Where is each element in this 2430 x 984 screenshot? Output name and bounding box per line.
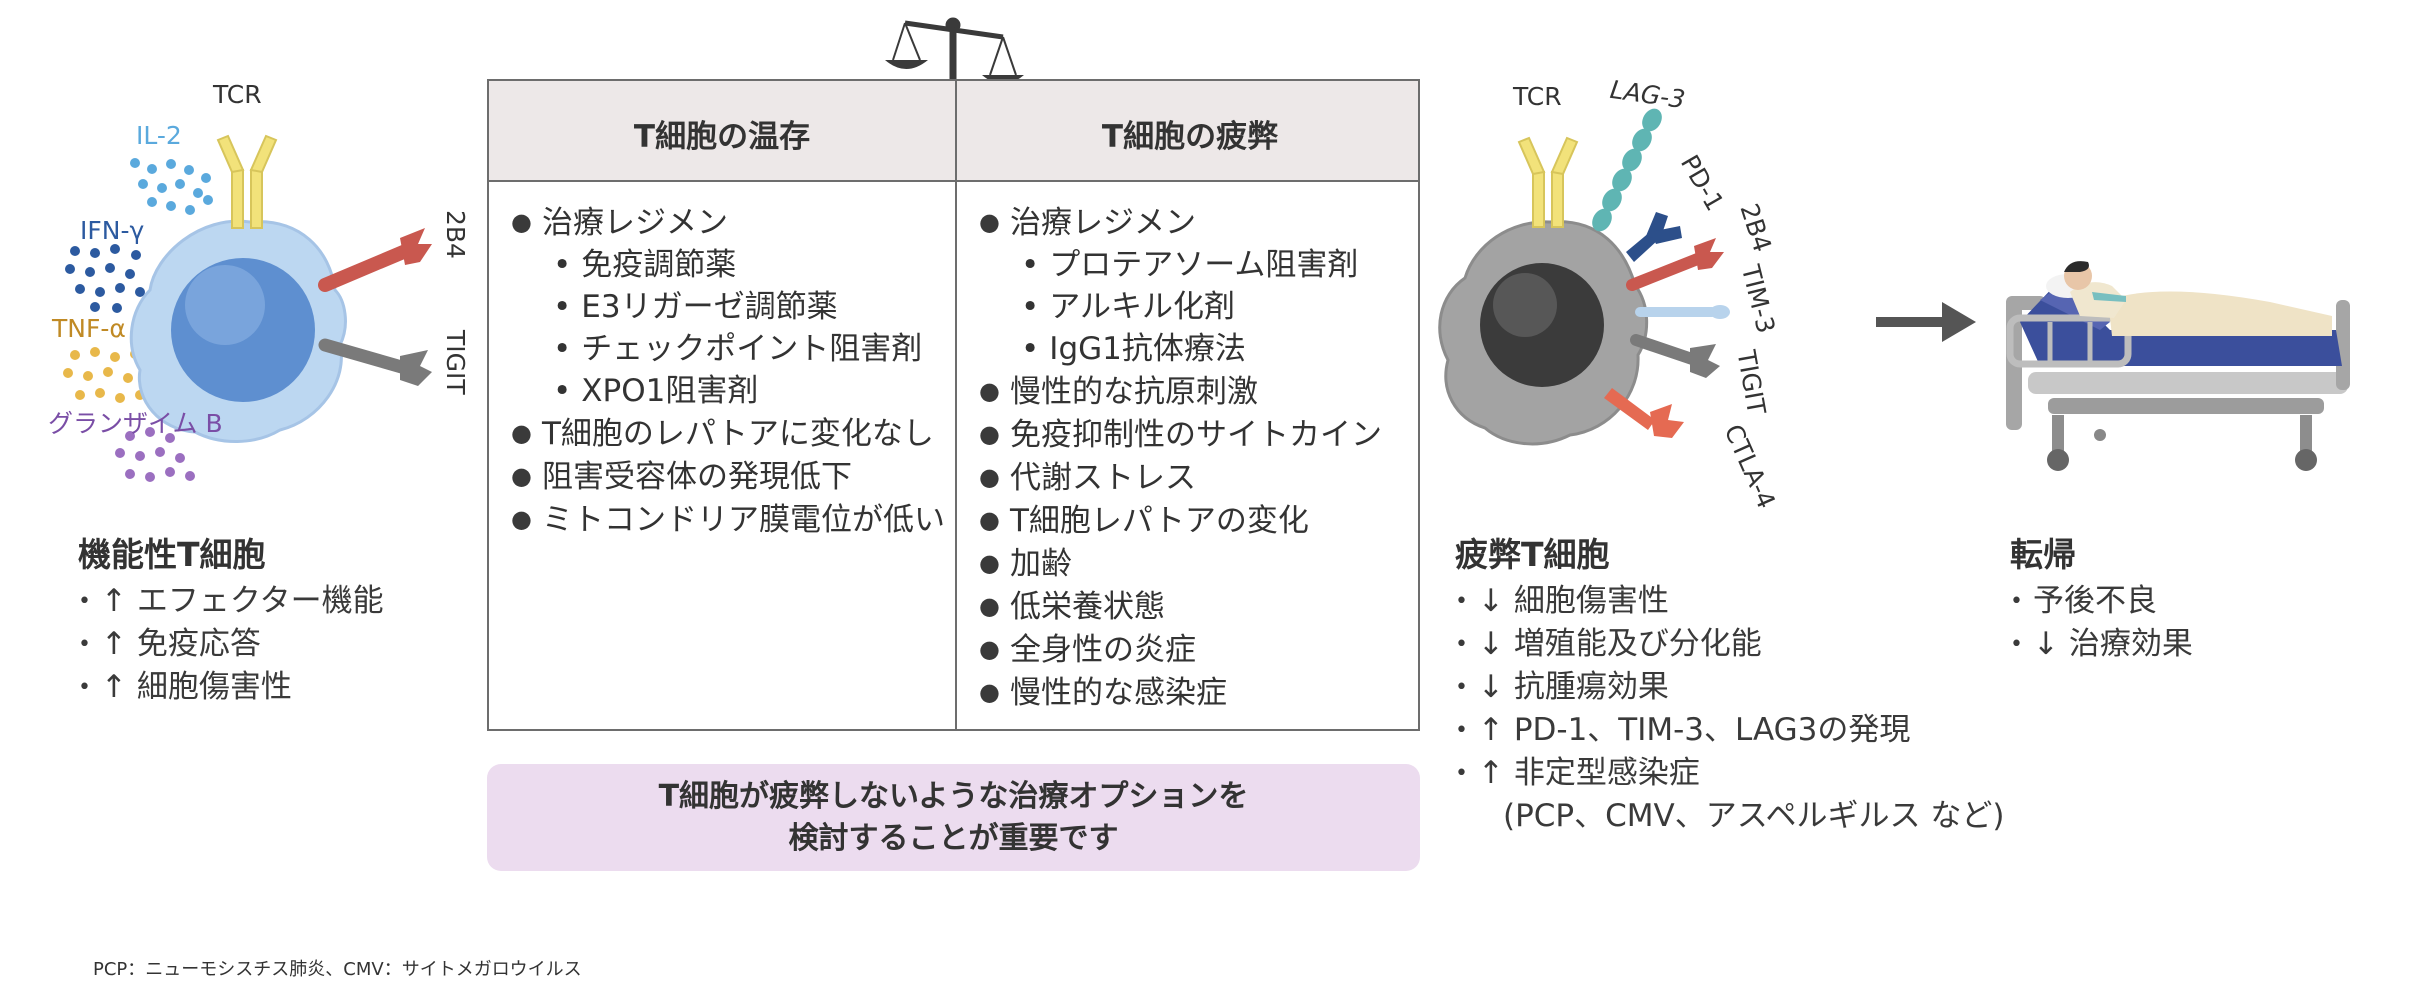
list-item: •↑ 非定型感染症 xyxy=(1455,755,1700,791)
functional-cell-title: 機能性T細胞 xyxy=(78,535,266,574)
exhaustion-list: 治療レジメン プロテアソーム阻害剤 アルキル化剤 IgG1抗体療法 慢性的な抗原… xyxy=(979,201,1382,714)
ifng-dots xyxy=(65,244,145,313)
functional-cell-bullets: •↑ エフェクター機能 •↑ 免疫応答 •↑ 細胞傷害性 xyxy=(78,580,384,709)
functional-tcr xyxy=(216,134,278,229)
functional-tigit-label: TIGIT xyxy=(441,330,470,395)
exhausted-tigit-receptor xyxy=(1630,334,1720,378)
list-item: E3リガーゼ調節薬 xyxy=(511,286,945,328)
pd1-receptor xyxy=(1626,212,1682,262)
list-item: 全身性の炎症 xyxy=(979,628,1382,671)
exhausted-cell-bullets: •↓ 細胞傷害性 •↓ 増殖能及び分化能 •↓ 抗腫瘍効果 •↑ PD-1、TI… xyxy=(1455,580,2005,838)
tim3-receptor xyxy=(1635,305,1730,319)
list-item: チェックポイント阻害剤 xyxy=(511,328,945,370)
list-item: ミトコンドリア膜電位が低い xyxy=(511,498,945,541)
granzyme-label: グランザイム B xyxy=(48,409,223,438)
callout-line-1: T細胞が疲弊しないような治療オプションを xyxy=(658,778,1249,814)
outcome-bullets: •予後不良 •↓ 治療効果 xyxy=(2010,580,2193,666)
list-item: 免疫抑制性のサイトカイン xyxy=(979,413,1382,456)
list-item: •↓ 抗腫瘍効果 xyxy=(1455,669,1669,705)
functional-tcr-label: TCR xyxy=(213,80,262,109)
functional-2b4-label: 2B4 xyxy=(441,210,470,259)
list-item: 慢性的な感染症 xyxy=(979,671,1382,714)
recommendation-callout: T細胞が疲弊しないような治療オプションを 検討することが重要です xyxy=(487,764,1420,871)
tnfa-label: TNF-α xyxy=(52,314,126,343)
granzyme-dots xyxy=(115,427,195,482)
table-header-exhaustion: T細胞の疲弊 xyxy=(1101,119,1279,155)
list-item: •予後不良 xyxy=(2010,583,2157,619)
exhausted-tcr xyxy=(1517,136,1579,228)
lag3-receptor xyxy=(1592,108,1662,232)
hospital-bed-icon xyxy=(2006,261,2350,471)
list-item-continuation: (PCP、CMV、アスペルギルス など) xyxy=(1503,798,2005,834)
exhausted-t-cell xyxy=(1438,108,1730,446)
list-item: 加齢 xyxy=(979,542,1382,585)
ifng-label: IFN-γ xyxy=(80,216,145,245)
list-item: プロテアソーム阻害剤 xyxy=(979,244,1382,286)
list-item: •↑ PD-1、TIM-3、LAG3の発現 xyxy=(1455,712,1911,748)
outcome-arrow xyxy=(1876,302,1976,342)
list-item: •↓ 増殖能及び分化能 xyxy=(1455,626,1762,662)
comparison-table: T細胞の温存 T細胞の疲弊 治療レジメン 免疫調節薬 E3リガーゼ調節薬 チェッ… xyxy=(487,79,1420,731)
list-item: •↓ 細胞傷害性 xyxy=(1455,583,1669,619)
list-item: •↑ 免疫応答 xyxy=(78,626,261,662)
functional-2b4-receptor xyxy=(318,228,432,292)
list-item: •↑ 細胞傷害性 xyxy=(78,669,292,705)
il2-dots xyxy=(130,158,213,215)
footnote: PCP：ニューモシスチス肺炎、CMV：サイトメガロウイルス xyxy=(93,959,582,980)
list-item: T細胞レパトアの変化 xyxy=(979,499,1382,542)
list-item: 免疫調節薬 xyxy=(511,244,945,286)
list-item: 慢性的な抗原刺激 xyxy=(979,370,1382,413)
list-item: 治療レジメン xyxy=(511,201,945,244)
functional-t-cell xyxy=(63,134,432,482)
list-item: T細胞のレパトアに変化なし xyxy=(511,412,945,455)
ctla4-receptor xyxy=(1604,388,1684,438)
list-item: 治療レジメン xyxy=(979,201,1382,244)
list-item: 低栄養状態 xyxy=(979,585,1382,628)
list-item: XPO1阻害剤 xyxy=(511,370,945,412)
exhausted-tcr-label: TCR xyxy=(1513,82,1562,111)
callout-line-2: 検討することが重要です xyxy=(788,820,1119,856)
list-item: アルキル化剤 xyxy=(979,286,1382,328)
table-header: T細胞の温存 T細胞の疲弊 xyxy=(489,81,1418,182)
list-item: •↓ 治療効果 xyxy=(2010,626,2193,662)
list-item: 阻害受容体の発現低下 xyxy=(511,455,945,498)
table-divider xyxy=(955,81,957,729)
functional-tigit-receptor xyxy=(318,338,432,386)
list-item: 代謝ストレス xyxy=(979,456,1382,499)
exhausted-cell-title: 疲弊T細胞 xyxy=(1455,535,1610,574)
il2-label: IL-2 xyxy=(136,121,182,150)
preservation-list: 治療レジメン 免疫調節薬 E3リガーゼ調節薬 チェックポイント阻害剤 XPO1阻… xyxy=(511,201,945,541)
list-item: •↑ エフェクター機能 xyxy=(78,583,384,619)
table-header-preservation: T細胞の温存 xyxy=(633,119,811,155)
outcome-title: 転帰 xyxy=(2010,535,2076,574)
exhausted-2b4-receptor xyxy=(1626,238,1724,291)
list-item: IgG1抗体療法 xyxy=(979,328,1382,370)
